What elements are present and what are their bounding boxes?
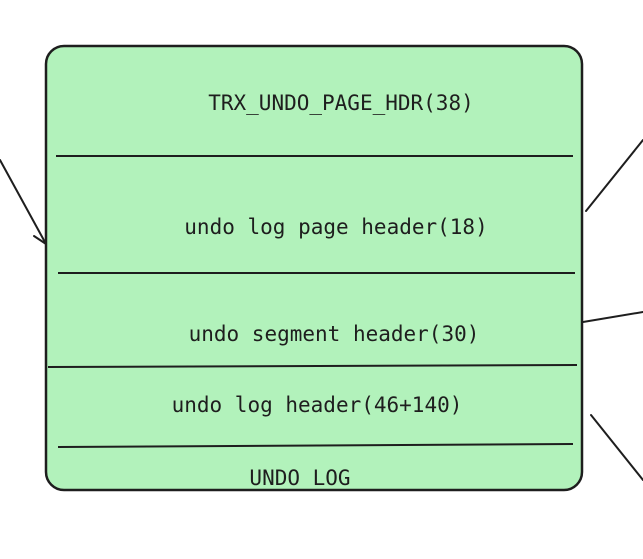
undo-log-header-label: undo log header(46+140)	[172, 393, 463, 417]
undo-segment-header-label: undo segment header(30)	[189, 322, 480, 346]
incoming-arrow	[0, 159, 48, 245]
section-divider	[57, 443, 574, 448]
connector-line-right-middle	[582, 311, 643, 323]
trx-undo-page-hdr-label: TRX_UNDO_PAGE_HDR(38)	[208, 91, 474, 115]
connector-line-right-top	[585, 139, 643, 212]
undo-log-page-header-label: undo log page header(18)	[184, 215, 487, 239]
section-divider	[47, 364, 578, 368]
undo-log-label: UNDO LOG	[249, 466, 350, 490]
connector-line-right-bottom	[590, 414, 643, 481]
